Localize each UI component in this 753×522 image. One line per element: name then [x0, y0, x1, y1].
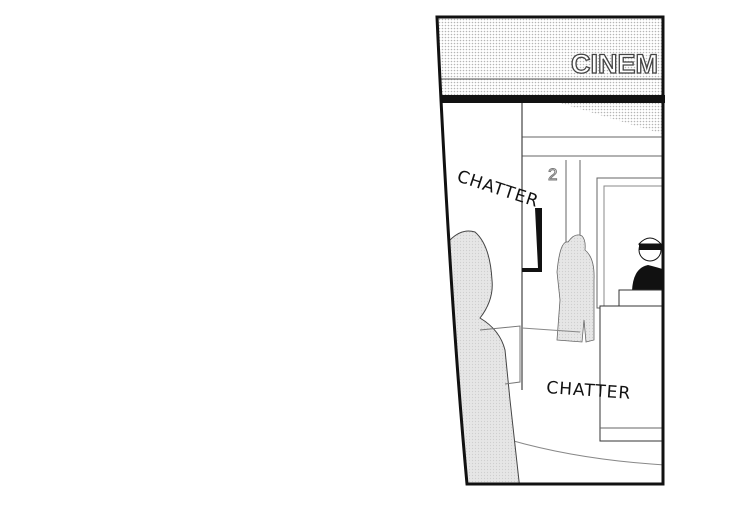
panel-border	[435, 15, 665, 486]
ticket-staff-figure	[632, 237, 663, 291]
sfx-chatter-1: CHATTER	[454, 167, 541, 212]
cinema-sign-band	[437, 17, 663, 102]
foreground-person-silhouette	[437, 230, 521, 484]
cinema-sign-text: CINEM	[571, 49, 658, 79]
background-couple-silhouette	[556, 234, 595, 343]
floor-number: 2	[548, 165, 557, 184]
ticket-counter	[599, 305, 663, 442]
